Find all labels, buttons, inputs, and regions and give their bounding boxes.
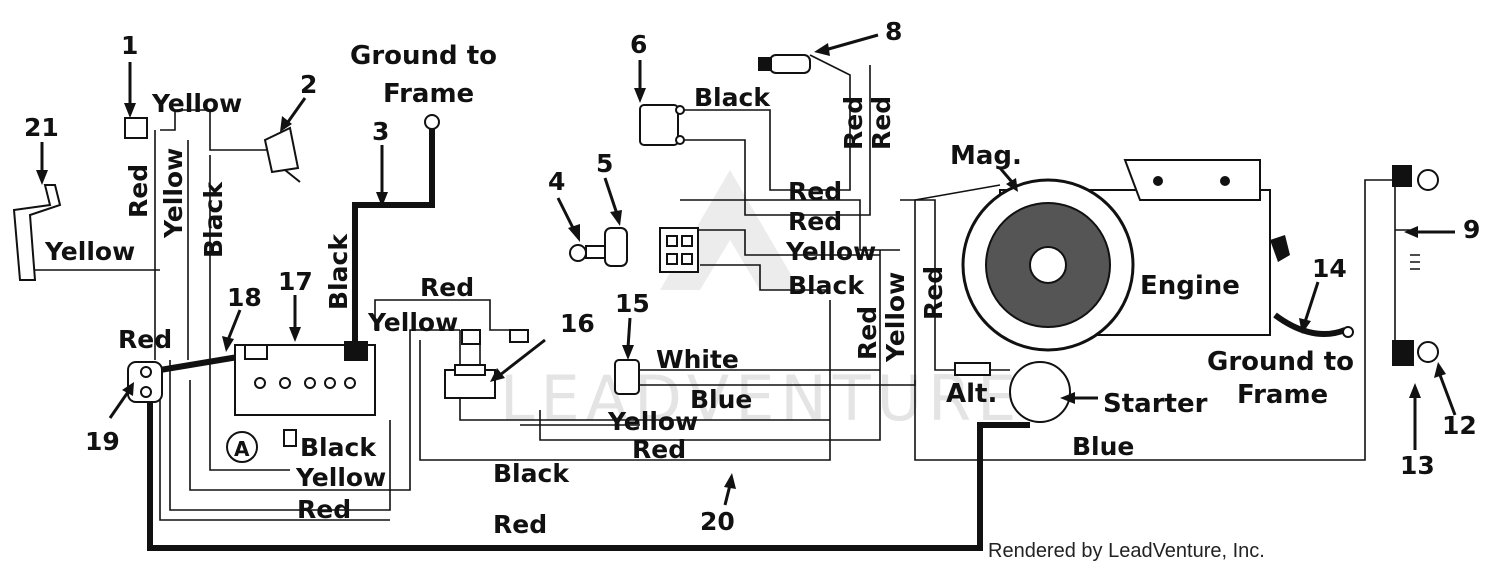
alt-label: Alt. [946,379,997,409]
callout-16: 16 [560,309,595,338]
wire-red-8a: Red [839,96,868,150]
part-21-bracket [12,184,62,281]
wire-blue-mid: Blue [690,385,752,414]
part-3-terminal [424,114,440,130]
wire-red-switch-2: Red [788,207,842,236]
wire-yellow-a: Yellow [295,463,386,492]
wire-blue-low: Blue [1072,432,1134,461]
wire-red-8b: Red [867,96,896,150]
callout-15: 15 [615,289,650,318]
ground-frame-top-line1: Ground to [350,41,497,71]
watermark: LEADVENTURE [500,362,1022,435]
starter-label: Starter [1103,389,1208,419]
ground-frame-right-line2: Frame [1237,380,1328,410]
callout-5: 5 [596,149,613,178]
engine-label: Engine [1140,271,1240,301]
callout-17: 17 [278,267,313,296]
wire-black-switch: Black [788,271,865,300]
callout-1: 1 [121,31,138,60]
part-9-switch-assembly [1392,165,1439,366]
circle-a-marker: A [226,429,297,463]
part-4-key [569,244,607,262]
part-14-terminal [1342,326,1354,338]
callout-19: 19 [85,427,120,456]
wire-black-left-vertical: Black [199,181,228,258]
callout-arrows [36,33,1457,506]
wire-red-left-vertical: Red [124,164,153,218]
mag-label: Mag. [950,141,1022,171]
wire-red-bottom: Red [493,510,547,539]
wire-white: White [656,345,739,374]
wire-red-vertical-engine: Red [919,266,948,320]
callout-4: 4 [548,167,565,196]
wire-yellow-left-horizontal: Yellow [44,237,135,266]
callout-9: 9 [1463,215,1480,244]
wire-red-a: Red [297,495,351,524]
ground-frame-right-line1: Ground to [1207,347,1354,377]
wire-red-vertical-right: Red [853,306,882,360]
wire-black-long: Black [493,459,570,488]
wire-yellow-top: Yellow [151,89,242,118]
part-16-relay [444,329,529,399]
starter-motor [954,361,1071,423]
wire-red-battery: Red [118,325,172,354]
wire-black-a: Black [300,433,377,462]
wire-yellow-switch: Yellow [785,237,876,266]
part-19-solenoid [127,361,163,403]
callout-2: 2 [300,70,317,99]
callout-3: 3 [372,117,389,146]
callout-12: 12 [1442,411,1477,440]
part-2-switch [263,126,301,183]
callout-18: 18 [227,283,262,312]
callout-14: 14 [1312,254,1347,283]
part-6-switch [639,104,685,146]
callout-21: 21 [24,113,59,142]
wire-yellow-mid: Yellow [367,308,458,337]
heavy-cables [147,125,1347,551]
wire-red-low: Red [632,435,686,464]
wire-yellow-low: Yellow [607,407,698,436]
ground-frame-top-line2: Frame [383,79,474,109]
wire-black-6: Black [694,83,771,112]
wire-red-mid-top: Red [420,273,474,302]
callout-8: 8 [885,17,902,46]
part-17-battery [234,341,376,416]
part-15-connector [614,359,640,395]
callout-6: 6 [630,30,647,59]
callout-20: 20 [700,507,735,536]
part-5-ignition-switch [604,227,699,273]
wire-black-ground-3: Black [324,233,353,310]
callout-13: 13 [1400,451,1435,480]
credit-text: Rendered by LeadVenture, Inc. [988,540,1265,562]
wire-red-switch-1: Red [788,177,842,206]
engine-block [961,159,1290,352]
circle-a-label: A [234,437,250,461]
part-8-plug [758,54,811,74]
wire-yellow-vertical-right: Yellow [881,272,910,363]
part-1-connector [124,117,148,139]
wire-yellow-left-vertical: Yellow [159,148,188,239]
